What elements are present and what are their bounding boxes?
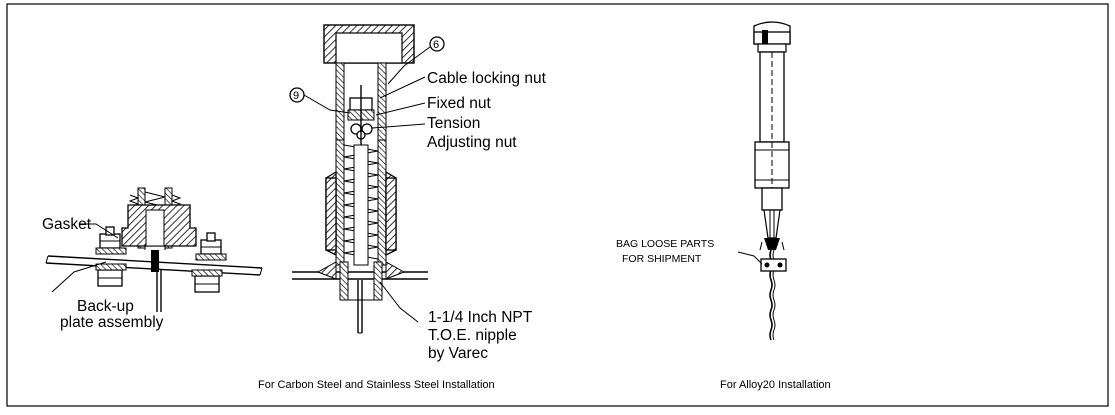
callout-9: 9 bbox=[293, 90, 299, 102]
carbon-steel-assembly-drawing bbox=[289, 24, 445, 334]
bag-loose-parts-line1: BAG LOOSE PARTS bbox=[616, 238, 714, 250]
caption-carbon-steel: For Carbon Steel and Stainless Steel Ins… bbox=[258, 379, 495, 391]
gasket-label: Gasket bbox=[42, 216, 92, 233]
cable-locking-nut-label: Cable locking nut bbox=[427, 70, 547, 87]
nipple-label-line2: T.O.E. nipple bbox=[428, 327, 517, 344]
bag-loose-parts-line2: FOR SHIPMENT bbox=[622, 253, 702, 265]
tension-label: Tension bbox=[427, 115, 480, 132]
backup-plate-label-line2: plate assembly bbox=[60, 314, 164, 331]
caption-alloy20: For Alloy20 Installation bbox=[720, 379, 831, 391]
gasket-detail-drawing bbox=[45, 187, 263, 312]
fixed-nut-label: Fixed nut bbox=[427, 95, 491, 112]
nipple-label-line1: 1-1/4 Inch NPT bbox=[428, 309, 533, 326]
alloy20-assembly-drawing bbox=[737, 21, 791, 341]
backup-plate-label-line1: Back-up bbox=[77, 298, 134, 315]
outer-border bbox=[6, 3, 1109, 407]
adjusting-nut-label: Adjusting nut bbox=[427, 134, 517, 151]
callout-6: 6 bbox=[433, 39, 439, 51]
nipple-label-line3: by Varec bbox=[428, 345, 488, 362]
